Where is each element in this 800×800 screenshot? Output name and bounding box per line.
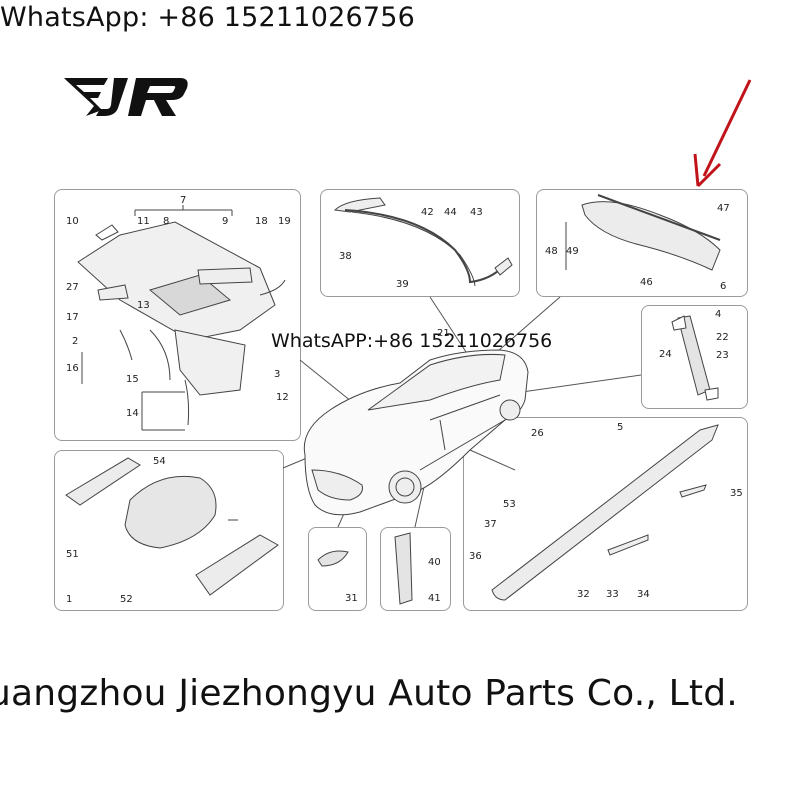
callout-53: 53	[503, 499, 516, 510]
badge-part	[317, 550, 349, 567]
callout-24: 24	[659, 349, 672, 360]
callout-18: 18	[255, 216, 268, 227]
panel-badge	[308, 527, 367, 611]
callout-41: 41	[428, 593, 441, 604]
moulding-part	[394, 532, 413, 605]
callout-46: 46	[640, 277, 653, 288]
callout-4: 4	[715, 309, 721, 320]
callout-19: 19	[278, 216, 291, 227]
callout-32: 32	[577, 589, 590, 600]
callout-6: 6	[720, 281, 726, 292]
whatsapp-watermark: WhatsAPP:+86 15211026756	[271, 330, 553, 352]
callout-37: 37	[484, 519, 497, 530]
callout-10: 10	[66, 216, 79, 227]
callout-3: 3	[274, 369, 280, 380]
callout-49: 49	[566, 246, 579, 257]
cowl-parts	[77, 205, 286, 431]
roof-spoiler-parts	[565, 194, 721, 271]
company-name: uangzhou Jiezhongyu Auto Parts Co., Ltd.	[0, 673, 738, 714]
callout-48: 48	[545, 246, 558, 257]
callout-47: 47	[717, 203, 730, 214]
panel-moulding	[380, 527, 451, 611]
callout-27: 27	[66, 282, 79, 293]
callout-7: 7	[180, 195, 186, 206]
callout-labels: 7 10 11 8 9 18 19 27 17 13 2 16 15 14 3 …	[66, 195, 743, 605]
callout-33: 33	[606, 589, 619, 600]
callout-13: 13	[137, 300, 150, 311]
callout-22: 22	[716, 332, 729, 343]
whatsapp-contact-header: WhatsApp: +86 15211026756	[0, 2, 415, 33]
callout-9: 9	[222, 216, 228, 227]
callout-2: 2	[72, 336, 78, 347]
ejr-logo	[64, 78, 188, 116]
callout-52: 52	[120, 594, 133, 605]
callout-40: 40	[428, 557, 441, 568]
callout-14: 14	[126, 408, 139, 419]
callout-5: 5	[617, 422, 623, 433]
callout-44: 44	[444, 207, 457, 218]
callout-31: 31	[345, 593, 358, 604]
callout-26: 26	[531, 428, 544, 439]
callout-21: 21	[437, 328, 450, 339]
callout-43: 43	[470, 207, 483, 218]
side-skirt-parts	[491, 424, 719, 601]
callout-17: 17	[66, 312, 79, 323]
pillar-parts	[671, 315, 719, 401]
callout-16: 16	[66, 363, 79, 374]
callout-36: 36	[469, 551, 482, 562]
red-pointer-arrow	[693, 79, 752, 188]
callout-54: 54	[153, 456, 166, 467]
callout-38: 38	[339, 251, 352, 262]
car-drawing	[303, 349, 529, 516]
callout-11: 11	[137, 216, 150, 227]
callout-23: 23	[716, 350, 729, 361]
callout-12: 12	[276, 392, 289, 403]
callout-34: 34	[637, 589, 650, 600]
callout-51: 51	[66, 549, 79, 560]
callout-42: 42	[421, 207, 434, 218]
callout-39: 39	[396, 279, 409, 290]
roof-seal-parts	[333, 197, 513, 287]
callout-8: 8	[163, 216, 169, 227]
callout-1: 1	[66, 594, 72, 605]
callout-15: 15	[126, 374, 139, 385]
callout-35: 35	[730, 488, 743, 499]
engine-cover-parts	[65, 457, 279, 596]
